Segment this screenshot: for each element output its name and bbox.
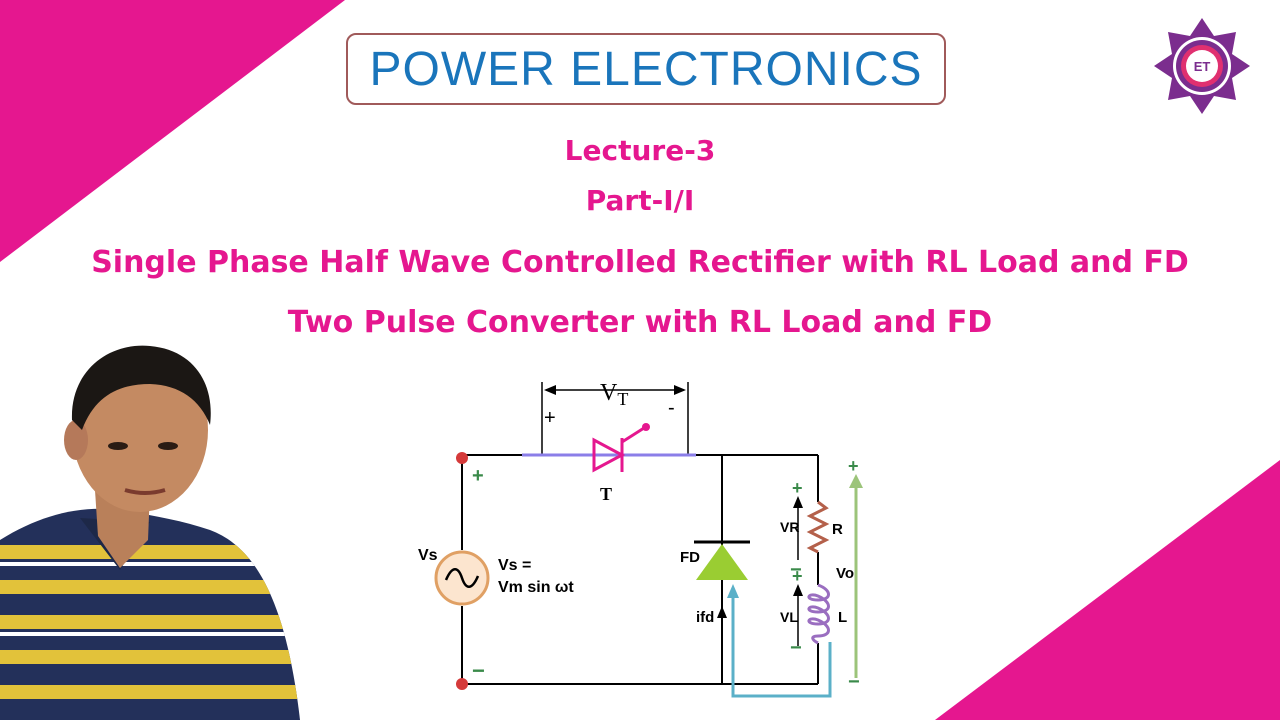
vo-minus: − (848, 671, 860, 693)
terminal-top (456, 452, 468, 464)
vl-plus: + (792, 566, 803, 586)
vt-arrow-right (674, 385, 686, 395)
vt-plus: + (544, 407, 556, 429)
vl-label: VL (780, 609, 798, 625)
vt-arrow-left (544, 385, 556, 395)
r-label: R (832, 521, 843, 538)
resistor-symbol (806, 500, 830, 554)
logo-text: ET (1194, 59, 1211, 74)
vo-label: Vo (836, 565, 854, 582)
pink-triangle-top-left (0, 0, 345, 262)
page-title: POWER ELECTRONICS (369, 42, 923, 96)
title-box: POWER ELECTRONICS (346, 33, 946, 105)
vo-plus: + (848, 456, 859, 476)
vr-plus: + (792, 478, 803, 498)
subtitle-line-2: Two Pulse Converter with RL Load and FD (287, 305, 993, 340)
freewheeling-diode (696, 544, 748, 580)
et-logo: ET (1154, 18, 1250, 114)
terminal-bottom (456, 678, 468, 690)
source-plus: + (472, 465, 484, 487)
inductor-symbol (807, 583, 830, 645)
source-equation-1: Vs = (498, 557, 531, 574)
thyristor-label: T (600, 484, 612, 504)
vr-minus: − (790, 559, 802, 581)
source-minus: − (472, 658, 485, 683)
vt-minus: - (668, 397, 675, 419)
vl-minus: − (790, 637, 802, 659)
freewheel-current-path (731, 594, 832, 698)
source-equation-2: Vm sin ωt (498, 579, 574, 596)
pink-triangle-bottom-right (935, 460, 1280, 720)
lecture-part: Part-I/I (585, 184, 695, 217)
vr-label: VR (780, 519, 799, 535)
circuit-diagram: VT + - + − T Vs Vs = Vm sin ωt FD ifd R … (418, 380, 863, 698)
ifd-label: ifd (696, 609, 714, 626)
presenter-photo (0, 345, 300, 720)
lecture-number: Lecture-3 (564, 134, 716, 167)
thyristor-gate (621, 426, 645, 444)
subtitle-line-1: Single Phase Half Wave Controlled Rectif… (91, 245, 1189, 280)
l-label: L (838, 609, 847, 626)
fd-label: FD (680, 549, 700, 566)
source-label: Vs (418, 547, 438, 564)
gate-terminal (642, 423, 650, 431)
vt-label: VT (600, 380, 628, 409)
thyristor-symbol (592, 437, 626, 473)
